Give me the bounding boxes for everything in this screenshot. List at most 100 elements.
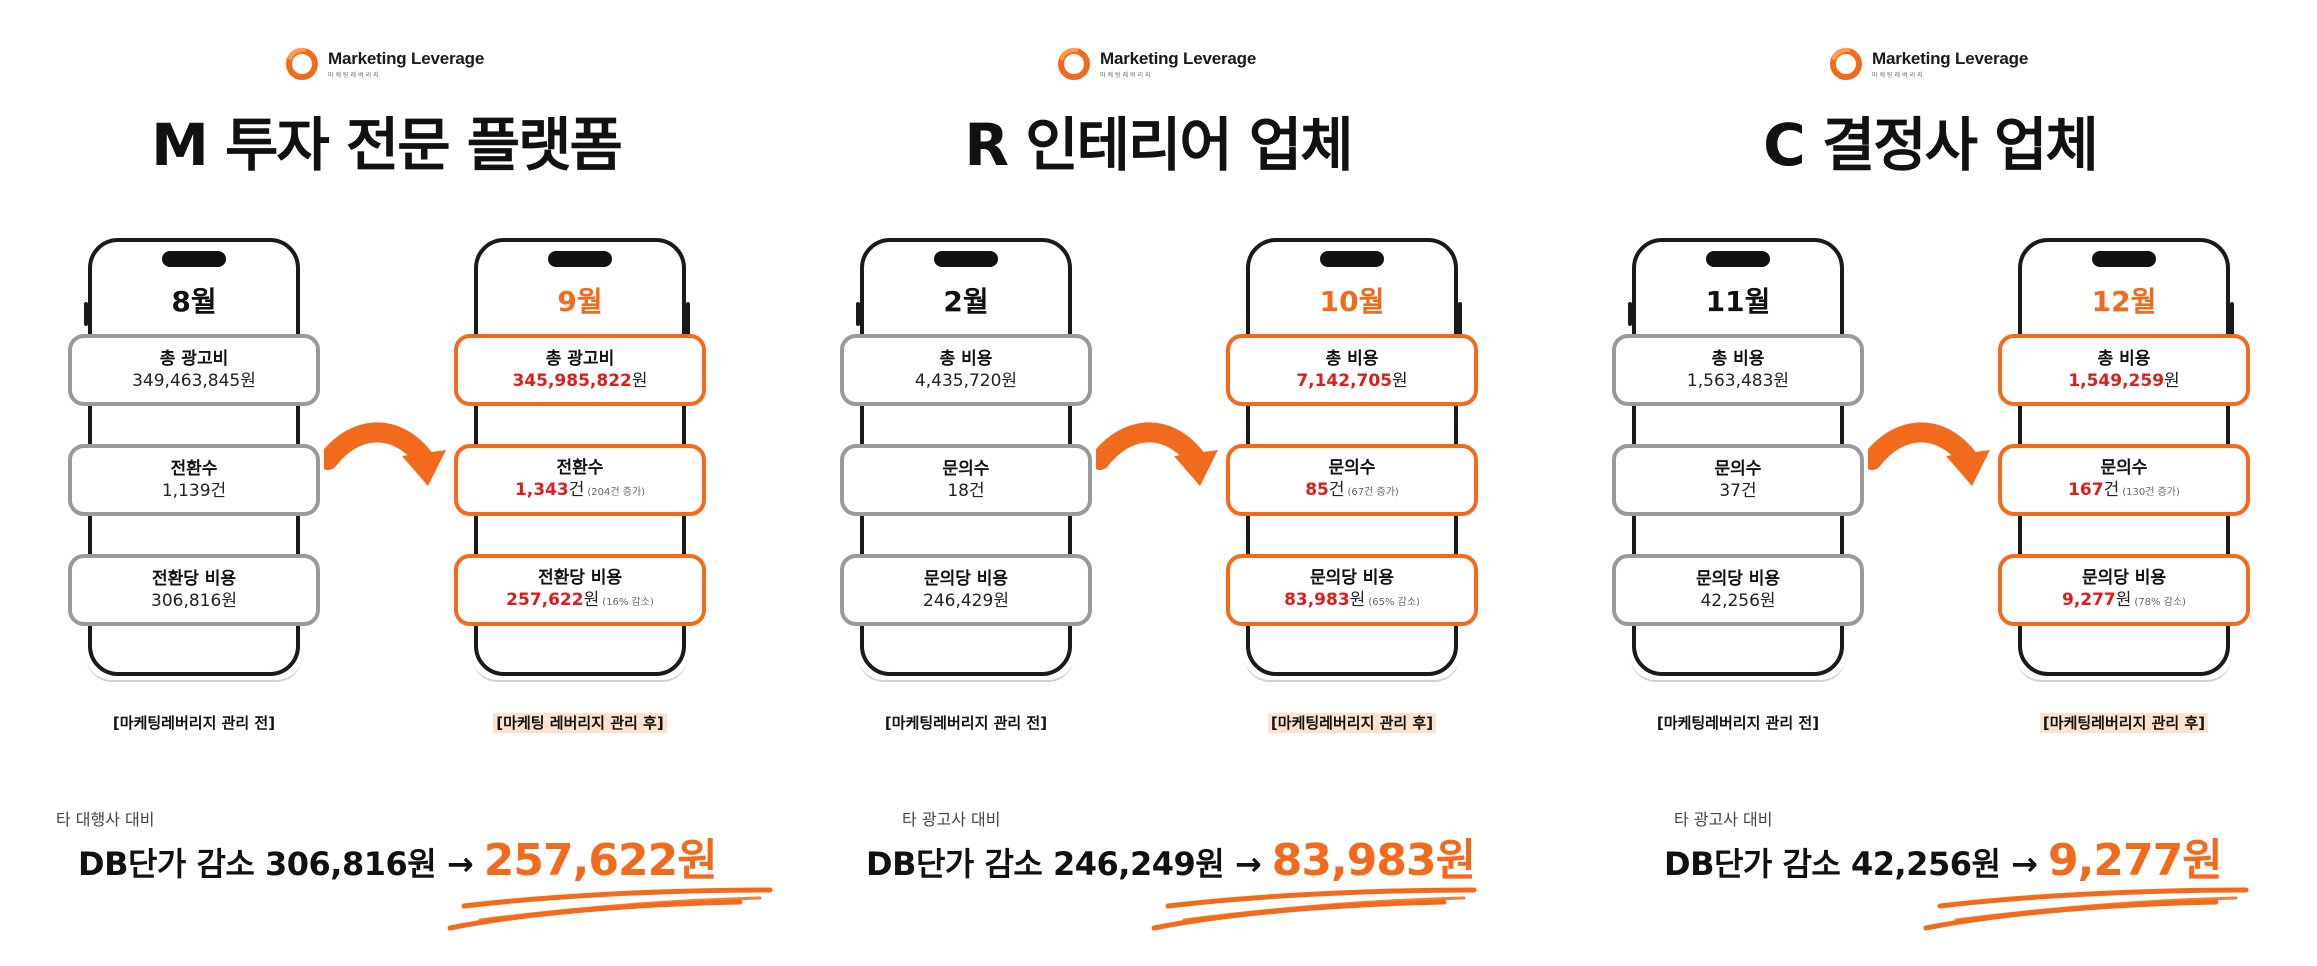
phone-after: 10월 총 비용 7,142,705원 문의수 85건(67건 증가) 문의당 … [1226,238,1478,733]
stat-value: 167건(130건 증가) [2068,479,2180,504]
month-label: 2월 [943,285,989,318]
stat-card: 문의수 37건 [1612,444,1864,516]
brand-logo: Marketing Leverage 마케팅레버리지 [1056,46,1256,82]
compare-text: DB단가 감소 306,816원 → [78,845,474,883]
stat-card: 전환수 1,343건(204건 증가) [454,444,706,516]
phone-before: 8월 총 광고비 349,463,845원 전환수 1,139건 전환당 비용 … [68,238,320,732]
stat-value: 1,343건(204건 증가) [515,479,645,504]
stat-number: 85 [1305,479,1329,500]
stat-value: 9,277원(78% 감소) [2062,589,2186,614]
phone-notch [1320,251,1384,267]
phone-notch [934,251,998,267]
stat-card: 총 광고비 345,985,822원 [454,334,706,406]
stat-card: 문의당 비용 83,983원(65% 감소) [1226,554,1478,626]
stat-note: (67건 증가) [1347,486,1399,498]
stat-card: 총 비용 7,142,705원 [1226,334,1478,406]
stat-label: 문의당 비용 [2081,567,2167,588]
compare-subtitle: 타 광고사 대비 [902,810,1001,829]
scribble-underline-icon [440,876,780,946]
month-label: 10월 [1319,285,1385,318]
panel-title: C 결정사 업체 [1763,111,2099,179]
compare-subtitle: 타 대행사 대비 [56,810,155,829]
caption-text: [마케팅레버리지 관리 전] [112,714,276,732]
case-panel-2: Marketing Leverage 마케팅레버리지 R 인테리어 업체 2월 … [772,0,1544,966]
stat-value: 345,985,822원 [512,370,647,392]
stat-label: 문의수 [942,459,990,479]
brand-sub: 마케팅레버리지 [1100,72,1153,79]
stat-unit: 원 [631,371,648,391]
stat-value: 42,256원 [1700,591,1776,611]
compare-summary: DB단가 감소 306,816원 → 257,622원 [78,824,718,888]
stat-card: 문의당 비용 9,277원(78% 감소) [1998,554,2250,626]
stat-label: 총 광고비 [159,349,229,369]
stat-value: 18건 [947,481,985,501]
phone-caption: [마케팅레버리지 관리 후] [1250,712,1454,733]
stat-number: 1,343 [514,479,569,500]
compare-text: DB단가 감소 42,256원 → [1664,845,2038,883]
phone-before: 11월 총 비용 1,563,483원 문의수 37건 문의당 비용 42,25… [1612,238,1864,732]
stat-card: 전환당 비용 306,816원 [68,554,320,626]
phone-notch [548,251,612,267]
brand-logo: Marketing Leverage 마케팅레버리지 [1828,46,2028,82]
stat-card: 총 비용 1,563,483원 [1612,334,1864,406]
month-label: 11월 [1705,285,1771,318]
caption-text: [마케팅레버리지 관리 후] [2039,713,2209,733]
stat-label: 문의당 비용 [1695,569,1781,589]
brand-sub: 마케팅레버리지 [1872,72,1925,79]
phone-side-button [856,302,860,326]
caption-text: [마케팅레버리지 관리 전] [884,714,1048,732]
brand-name: Marketing Leverage [1100,49,1257,68]
compare-text: DB단가 감소 246,249원 → [866,845,1262,883]
stat-label: 문의당 비용 [923,569,1009,589]
stat-label: 전환수 [170,459,218,479]
stat-note: (130건 증가) [2122,486,2180,498]
stat-label: 문의수 [2100,457,2148,478]
case-panel-3: Marketing Leverage 마케팅레버리지 C 결정사 업체 11월 … [1544,0,2316,966]
stat-value: 306,816원 [151,591,237,611]
stat-label: 총 비용 [1325,349,1379,369]
stat-card: 문의당 비용 246,429원 [840,554,1092,626]
brand-logo-icon [1828,46,1864,82]
stat-unit: 건 [1328,479,1345,500]
stat-value: 83,983원(65% 감소) [1284,589,1420,614]
stat-label: 전환당 비용 [151,569,237,589]
compare-result: 9,277원 [2048,835,2223,886]
stat-value: 1,563,483원 [1686,371,1790,391]
stat-label: 총 비용 [1711,349,1765,369]
stat-label: 전환당 비용 [537,567,623,588]
curved-arrow-icon [1096,416,1226,486]
stat-number: 9,277 [2061,589,2116,610]
stat-value: 1,549,259원 [2068,370,2179,392]
stat-number: 345,985,822 [512,371,632,391]
phone-side-button [1628,302,1632,326]
phone-caption: [마케팅레버리지 관리 전] [1636,712,1840,733]
phone-caption: [마케팅레버리지 관리 후] [2022,712,2226,733]
brand-logo-icon [1056,46,1092,82]
phone-caption: [마케팅 레버리지 관리 후] [478,712,682,733]
stat-unit: 원 [1349,589,1366,610]
stat-value: 246,429원 [923,591,1009,611]
phone-after: 9월 총 광고비 345,985,822원 전환수 1,343건(204건 증가… [454,238,706,733]
stat-number: 257,622 [506,589,584,610]
month-label: 8월 [171,285,217,318]
brand-logo-icon [284,46,320,82]
phone-before: 2월 총 비용 4,435,720원 문의수 18건 문의당 비용 246,42… [840,238,1092,732]
stat-label: 문의수 [1328,457,1376,478]
compare-summary: DB단가 감소 42,256원 → 9,277원 [1664,824,2223,888]
compare-result: 257,622원 [483,835,718,886]
caption-text: [마케팅레버리지 관리 전] [1656,714,1820,732]
stat-unit: 원 [2115,589,2132,610]
stat-card: 총 비용 1,549,259원 [1998,334,2250,406]
phone-after: 12월 총 비용 1,549,259원 문의수 167건(130건 증가) 문의… [1998,238,2250,733]
stat-note: (16% 감소) [602,596,654,608]
stat-value: 1,139건 [161,481,227,501]
case-panel-1: Marketing Leverage 마케팅레버리지 M 투자 전문 플랫폼 8… [0,0,772,966]
brand-name: Marketing Leverage [328,49,485,68]
stat-label: 총 광고비 [545,349,615,369]
scribble-underline-icon [1916,876,2256,946]
stat-card: 문의수 167건(130건 증가) [1998,444,2250,516]
stat-label: 문의당 비용 [1309,567,1395,588]
panel-title: R 인테리어 업체 [964,111,1353,179]
stat-card: 문의수 85건(67건 증가) [1226,444,1478,516]
stat-unit: 건 [2103,479,2120,500]
